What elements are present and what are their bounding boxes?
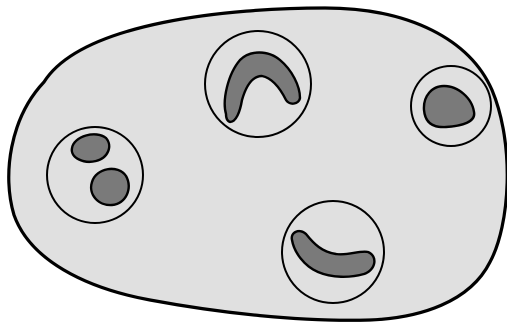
vesicle-top xyxy=(205,31,311,137)
vesicle-left-nucleus-lower xyxy=(91,169,129,205)
vesicle-left xyxy=(47,127,143,223)
vesicle-right xyxy=(411,66,491,146)
vesicle-left-nucleus-upper xyxy=(72,134,109,161)
vesicle-bottom xyxy=(282,201,384,303)
